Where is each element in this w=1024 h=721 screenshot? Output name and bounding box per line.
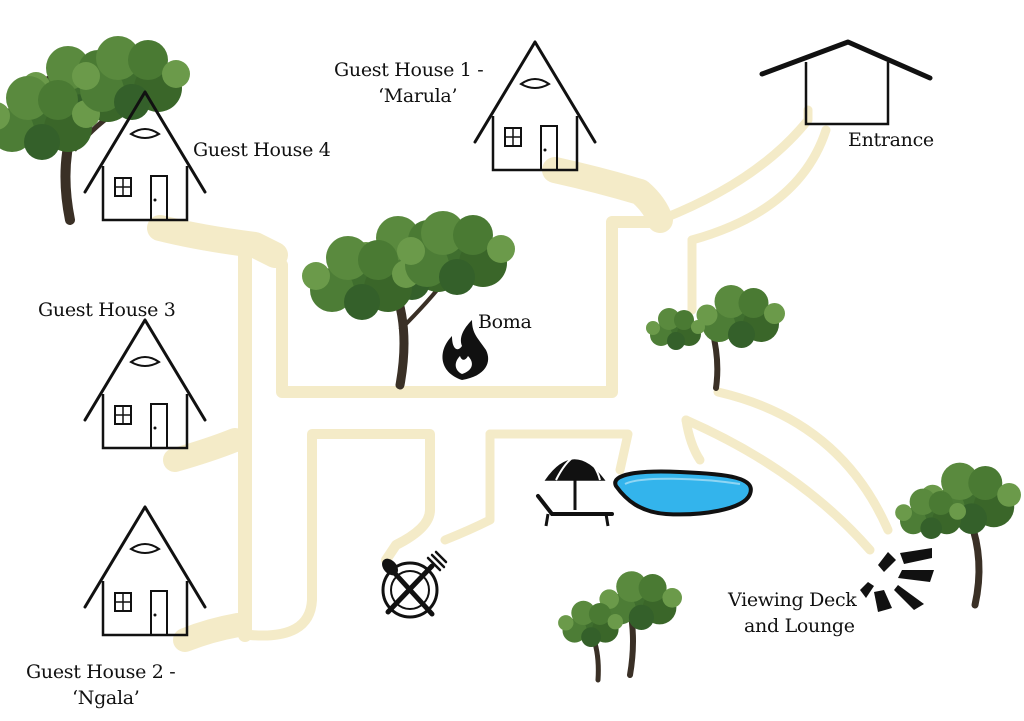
- footpaths: [147, 105, 893, 652]
- tree-icon: [646, 285, 785, 391]
- tree-icon: [302, 211, 515, 390]
- tree-icon: [895, 462, 1021, 609]
- entrance-gate-icon: [759, 39, 933, 126]
- sunbed-umbrella-icon: [536, 455, 614, 527]
- tree-icon: [0, 36, 190, 225]
- guest-house-1-name: Guest House 1 -: [334, 59, 484, 81]
- sun-rays-icon: [860, 548, 934, 612]
- guest-house-2-name: Guest House 2 -: [26, 661, 176, 683]
- plate-fork-spoon-icon: [381, 550, 448, 619]
- guest-house-3-label: Guest House 3: [38, 299, 176, 321]
- house-icon: [83, 505, 207, 637]
- viewing-deck-label: Viewing Deck: [728, 589, 857, 611]
- boma-label: Boma: [478, 311, 532, 333]
- guest-house-1-nickname: ‘Marula’: [378, 85, 458, 107]
- fire-icon: [442, 320, 489, 380]
- lounge-label: and Lounge: [744, 615, 855, 637]
- house-icon: [473, 40, 597, 172]
- house-icon: [83, 318, 207, 450]
- guest-house-2-nickname: ‘Ngala’: [72, 687, 140, 709]
- guest-house-4-label: Guest House 4: [193, 139, 331, 161]
- swimming-pool-icon: [613, 469, 753, 517]
- entrance-label: Entrance: [848, 129, 934, 151]
- tree-icon: [558, 571, 682, 683]
